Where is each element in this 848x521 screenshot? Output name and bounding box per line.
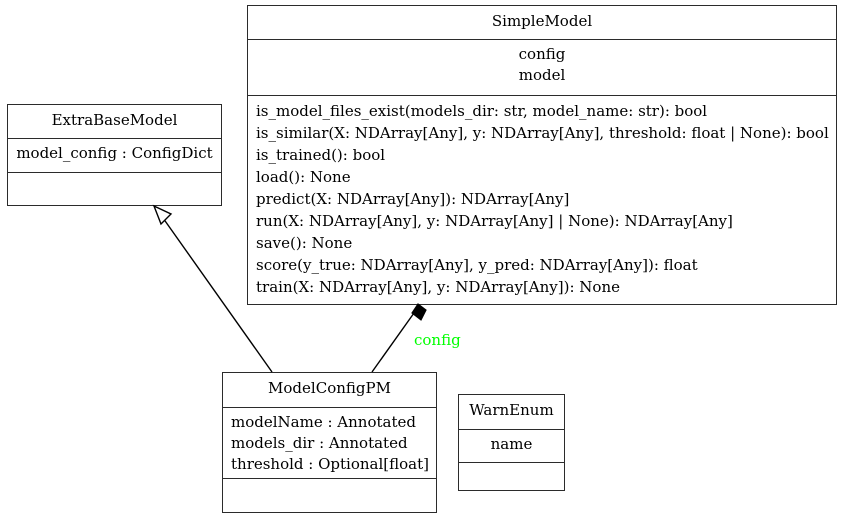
edge-label-config: config <box>414 331 461 349</box>
attribute-row: models_dir : Annotated <box>231 434 408 452</box>
method-row: is_model_files_exist(models_dir: str, mo… <box>256 102 708 120</box>
class-box-model-config-pm[interactable]: ModelConfigPM modelName : Annotated mode… <box>222 372 437 513</box>
class-methods-warn-enum <box>459 462 564 491</box>
method-row: save(): None <box>256 234 353 252</box>
attribute-row: threshold : Optional[float] <box>231 455 429 473</box>
class-box-extra-base-model[interactable]: ExtraBaseModel model_config : ConfigDict <box>7 104 222 206</box>
class-methods-extra-base-model <box>8 172 221 206</box>
composition-line <box>371 312 415 373</box>
edge-composition-simple-model-to-model-config-pm: config <box>371 303 461 373</box>
class-box-simple-model[interactable]: SimpleModel config model is_model_files_… <box>247 5 837 305</box>
method-row: predict(X: NDArray[Any]): NDArray[Any] <box>256 190 570 208</box>
class-methods-simple-model: is_model_files_exist(models_dir: str, mo… <box>248 95 836 302</box>
class-title-extra-base-model: ExtraBaseModel <box>51 111 178 129</box>
method-row: run(X: NDArray[Any], y: NDArray[Any] | N… <box>256 212 733 230</box>
attribute-row: modelName : Annotated <box>231 413 416 431</box>
class-title-warn-enum: WarnEnum <box>469 401 554 419</box>
method-row: train(X: NDArray[Any], y: NDArray[Any]):… <box>256 278 620 296</box>
attribute-row: model_config : ConfigDict <box>16 144 213 162</box>
class-attributes-model-config-pm: modelName : Annotated models_dir : Annot… <box>223 407 436 478</box>
class-attributes-simple-model: config model <box>248 39 836 95</box>
attribute-row: model <box>518 66 566 84</box>
method-row: is_similar(X: NDArray[Any], y: NDArray[A… <box>256 124 829 142</box>
class-box-warn-enum[interactable]: WarnEnum name <box>458 394 565 491</box>
class-title-simple-model: SimpleModel <box>491 12 593 30</box>
class-attributes-extra-base-model: model_config : ConfigDict <box>8 138 221 172</box>
class-methods-model-config-pm <box>223 478 436 513</box>
attribute-row: config <box>518 45 566 63</box>
composition-diamond-icon <box>411 303 427 321</box>
class-title-model-config-pm: ModelConfigPM <box>268 379 391 397</box>
class-attributes-warn-enum: name <box>459 429 564 462</box>
method-row: is_trained(): bool <box>256 146 386 164</box>
inheritance-arrowhead-icon <box>152 204 173 226</box>
method-row: score(y_true: NDArray[Any], y_pred: NDAr… <box>256 256 698 274</box>
method-row: load(): None <box>256 168 351 186</box>
attribute-row: name <box>490 435 533 453</box>
